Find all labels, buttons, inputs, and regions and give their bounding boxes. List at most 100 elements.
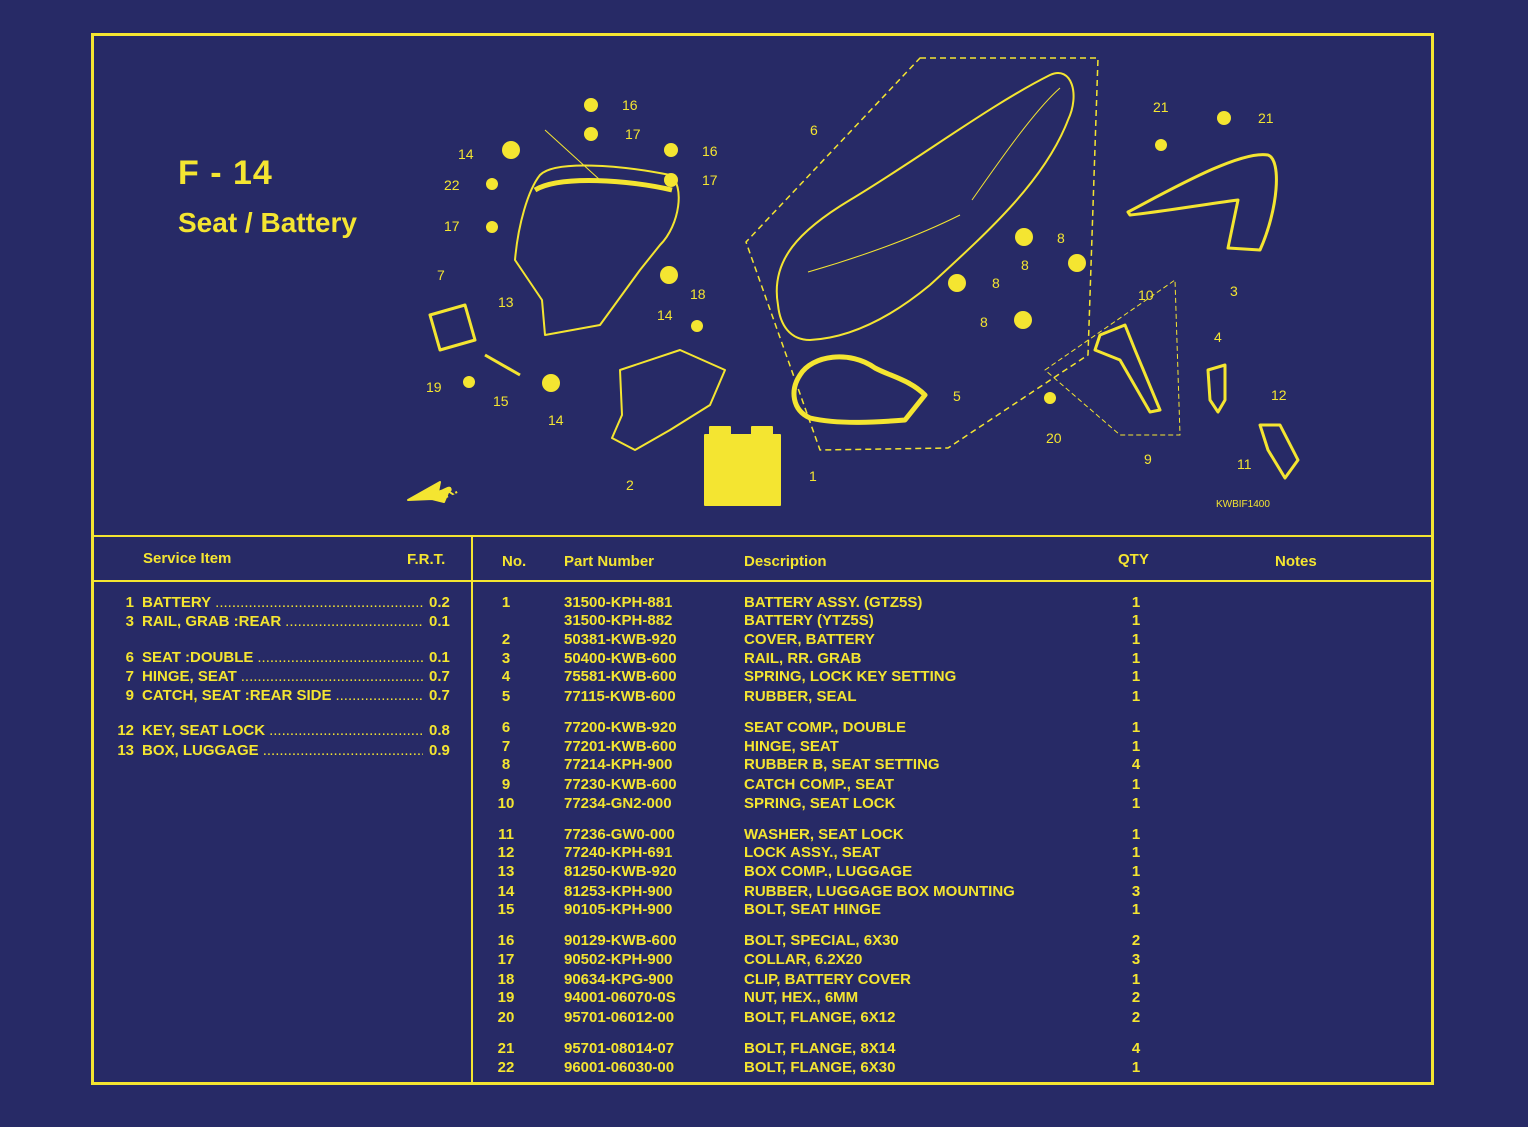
part-description: HINGE, SEAT — [744, 738, 839, 755]
part-row-number: 8 — [501, 756, 511, 773]
part-qty: 1 — [1131, 688, 1141, 705]
part-row-number: 4 — [501, 668, 511, 685]
service-row: 12 KEY, SEAT LOCK 0.8 — [110, 722, 455, 741]
part-description: SPRING, LOCK KEY SETTING — [744, 668, 957, 685]
leader-dots — [335, 687, 423, 704]
part-qty: 3 — [1131, 951, 1141, 968]
qty-header: QTY — [1118, 551, 1149, 568]
service-item-header: Service Item — [143, 550, 232, 567]
service-row-number: 3 — [125, 613, 134, 630]
callout-label: 17 — [702, 172, 718, 188]
part-qty: 2 — [1131, 989, 1141, 1006]
callout-label: 8 — [992, 275, 1000, 291]
figure-title: Seat / Battery — [178, 207, 357, 238]
part-number: 77201-KWB-600 — [564, 738, 677, 755]
callout-label: 1 — [809, 468, 817, 484]
callout-label: 8 — [980, 314, 988, 330]
diagram-reference-code: KWBIF1400 — [1216, 499, 1270, 510]
part-row: 6 77200-KWB-920 SEAT COMP., DOUBLE 1 — [480, 719, 1430, 738]
service-row: 1 BATTERY 0.2 — [110, 594, 455, 613]
part-row-number: 10 — [497, 795, 515, 812]
callout-label: 4 — [1214, 329, 1222, 345]
part-description: SEAT COMP., DOUBLE — [744, 719, 906, 736]
service-row-number: 1 — [125, 594, 134, 611]
leader-dots — [215, 594, 423, 611]
part-row-number: 17 — [497, 951, 515, 968]
part-number: 77214-KPH-900 — [564, 756, 673, 773]
callout-label: 21 — [1258, 110, 1274, 126]
part-row-number: 2 — [501, 631, 511, 648]
part-qty: 1 — [1131, 650, 1141, 667]
callout-label: 12 — [1271, 387, 1287, 403]
seat-stitch-line — [807, 214, 961, 273]
service-row-name: BATTERY — [142, 594, 212, 611]
part-number: 77200-KWB-920 — [564, 719, 677, 736]
part-row-number: 6 — [501, 719, 511, 736]
part-row-number: 9 — [501, 776, 511, 793]
frt-header: F.R.T. — [407, 551, 446, 568]
callout-label: 16 — [622, 97, 638, 113]
service-row-number: 13 — [117, 742, 134, 759]
callout-label: 6 — [810, 122, 818, 138]
part-row-number: 14 — [497, 883, 515, 900]
part-row-number: 19 — [497, 989, 515, 1006]
part-qty: 1 — [1131, 901, 1141, 918]
service-row-number: 12 — [117, 722, 134, 739]
part-description: BOLT, SEAT HINGE — [744, 901, 881, 918]
part-row-number: 13 — [497, 863, 515, 880]
table-header-divider — [91, 580, 1434, 582]
part-number: 96001-06030-00 — [564, 1059, 675, 1076]
part-description: BATTERY ASSY. (GTZ5S) — [744, 594, 923, 611]
callout-label: 16 — [702, 143, 718, 159]
leader-dots — [241, 668, 423, 685]
callout-label: 8 — [1057, 230, 1065, 246]
part-qty: 1 — [1131, 719, 1141, 736]
part-number: 77240-KPH-691 — [564, 844, 673, 861]
diagram-divider — [91, 535, 1434, 537]
part-row-number: 12 — [497, 844, 515, 861]
service-row: 6 SEAT :DOUBLE 0.1 — [110, 649, 455, 668]
callout-label: 14 — [548, 412, 564, 428]
callout-label: 20 — [1046, 430, 1062, 446]
part-qty: 4 — [1131, 756, 1141, 773]
part-qty: 2 — [1131, 932, 1141, 949]
callout-label: 5 — [953, 388, 961, 404]
part-number: 50381-KWB-920 — [564, 631, 677, 648]
part-row-number: 22 — [497, 1059, 515, 1076]
parts-sheet-frame — [91, 33, 1434, 1085]
part-qty: 1 — [1131, 594, 1141, 611]
part-description: COLLAR, 6.2X20 — [744, 951, 863, 968]
part-qty: 1 — [1131, 612, 1141, 629]
part-qty: 1 — [1131, 631, 1141, 648]
leader-dots — [285, 613, 423, 630]
figure-code: F - 14 — [178, 154, 273, 192]
part-number: 77234-GN2-000 — [564, 795, 672, 812]
service-row-frt: 0.1 — [429, 613, 450, 630]
part-number: 90105-KPH-900 — [564, 901, 673, 918]
callout-label: 9 — [1144, 451, 1152, 467]
seat-shape — [775, 72, 1075, 341]
part-description: CLIP, BATTERY COVER — [744, 971, 911, 988]
part-number: 95701-08014-07 — [564, 1040, 675, 1057]
seat-group-outline — [745, 57, 1099, 451]
part-row-number: 3 — [501, 650, 511, 667]
part-number: 95701-06012-00 — [564, 1009, 675, 1026]
part-description: WASHER, SEAT LOCK — [744, 826, 904, 843]
part-description: BOX COMP., LUGGAGE — [744, 863, 913, 880]
luggage-box-dashed — [544, 129, 601, 181]
part-number: 77230-KWB-600 — [564, 776, 677, 793]
part-number: 81250-KWB-920 — [564, 863, 677, 880]
leader-dots — [257, 649, 423, 666]
